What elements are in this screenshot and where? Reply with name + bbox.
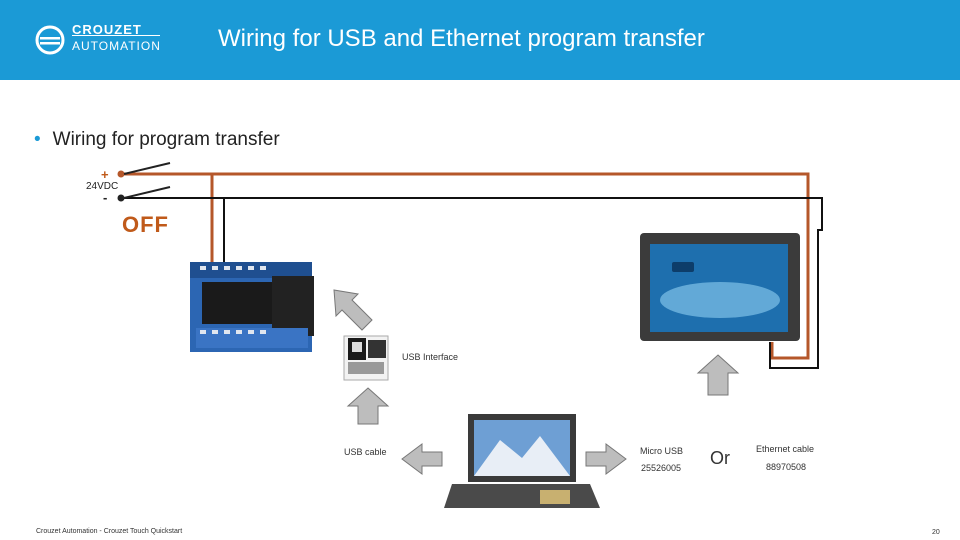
laptop-image xyxy=(444,414,600,508)
plc-controller-image xyxy=(190,262,314,352)
bullet-text: Wiring for program transfer xyxy=(52,129,280,150)
arrow-left-usb-icon xyxy=(401,443,443,475)
logo-divider xyxy=(72,35,160,36)
header-bar: CROUZET AUTOMATION Wiring for USB and Et… xyxy=(0,0,960,80)
positive-wire-to-hmi xyxy=(212,172,810,360)
switch-terminal-plus xyxy=(117,170,125,178)
micro-usb-ref-label: 25526005 xyxy=(641,463,682,473)
footer-text: Crouzet Automation - Crouzet Touch Quick… xyxy=(36,528,183,535)
arrow-up-hmi-icon xyxy=(696,354,740,396)
page-title: Wiring for USB and Ethernet program tran… xyxy=(218,25,705,52)
arrow-right-micro-usb-icon xyxy=(585,443,627,475)
ethernet-cable-label: Ethernet cable xyxy=(756,444,815,454)
micro-usb-label: Micro USB xyxy=(640,446,684,456)
logo-mark-icon xyxy=(35,25,65,55)
page-number: 20 xyxy=(932,529,940,536)
switch-blade-plus xyxy=(123,162,171,175)
usb-interface-label: USB Interface xyxy=(402,352,459,362)
usb-interface-module-image xyxy=(343,335,389,381)
hmi-touch-panel-image xyxy=(640,233,800,341)
voltage-label: 24VDC xyxy=(86,181,119,192)
arrow-up-usb-icon xyxy=(346,387,390,425)
bullet-item: • Wiring for program transfer xyxy=(34,129,280,151)
logo-text-automation: AUTOMATION xyxy=(72,39,161,53)
or-label: Or xyxy=(710,448,730,468)
arrow-to-plc-icon xyxy=(333,289,373,331)
switch-terminal-minus xyxy=(117,194,125,202)
ethernet-ref-label: 88970508 xyxy=(766,462,807,472)
bullet-dot-icon: • xyxy=(34,129,41,150)
power-state-label: OFF xyxy=(122,212,169,237)
usb-cable-label: USB cable xyxy=(344,447,387,457)
logo-text-crouzet: CROUZET xyxy=(72,22,142,37)
power-plus-label: + xyxy=(101,167,109,182)
crouzet-logo: CROUZET AUTOMATION xyxy=(34,20,164,60)
switch-blade-minus xyxy=(123,186,171,199)
power-minus-label: - xyxy=(103,190,108,205)
negative-wire-to-hmi xyxy=(224,197,823,369)
